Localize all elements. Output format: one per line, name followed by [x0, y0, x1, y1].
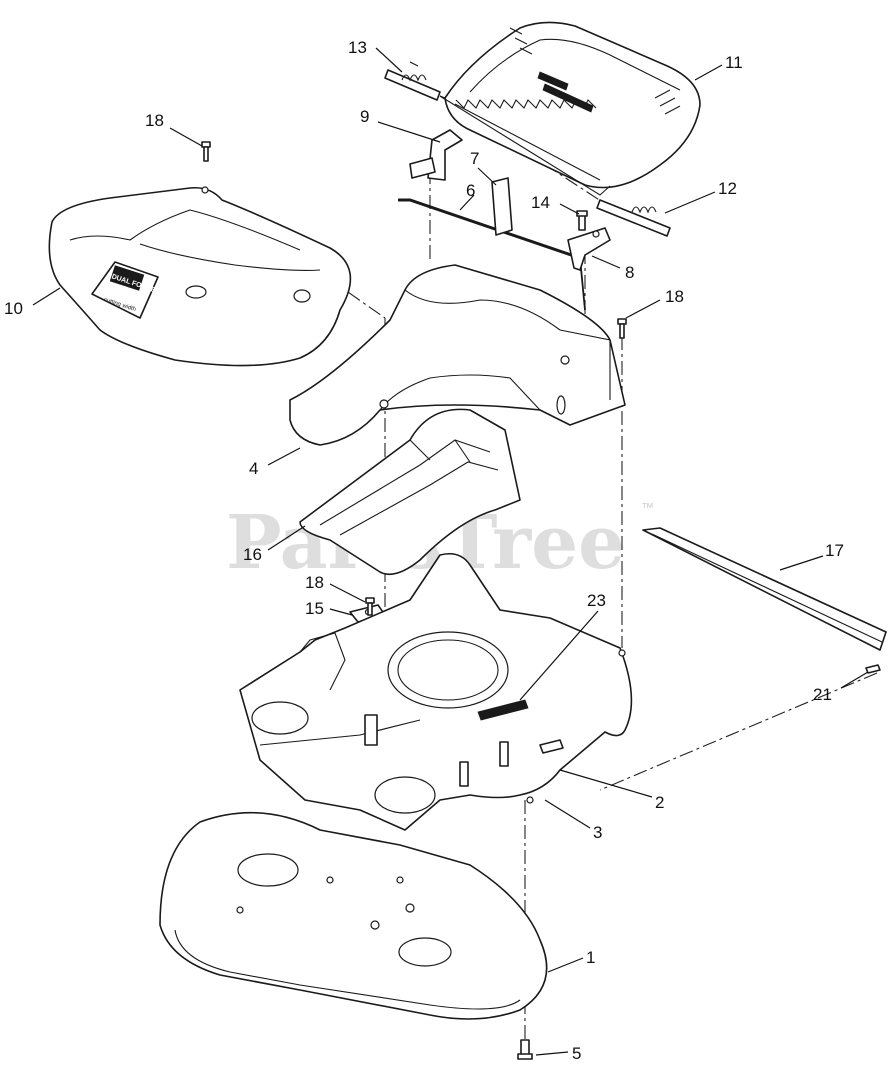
part-4-chute-housing [289, 264, 626, 446]
callout-21: 21 [813, 685, 832, 704]
callout-15: 15 [305, 599, 324, 618]
part-21-screw [865, 664, 881, 674]
callout-16: 16 [243, 545, 262, 564]
callout-13: 13 [348, 38, 367, 57]
callout-9: 9 [360, 107, 369, 126]
part-17-bar [642, 527, 887, 651]
part-10-side-hood: DUAL FORCE cutting width [48, 186, 352, 367]
callout-11: 11 [725, 53, 743, 72]
callout-5: 5 [572, 1044, 581, 1063]
callout-12: 12 [718, 179, 737, 198]
callout-1: 1 [586, 948, 595, 967]
part-9-bracket [409, 129, 463, 181]
part-12-spring-right [596, 199, 671, 237]
part-7-plate [491, 177, 513, 236]
part-18-screw-lower [365, 597, 375, 616]
callout-14: 14 [531, 193, 550, 212]
callout-labels: 1 2 3 4 5 6 7 8 9 10 11 12 13 14 15 16 1… [4, 38, 844, 1063]
callout-18-right: 18 [665, 287, 684, 306]
part-3-deck-frame [239, 552, 633, 831]
part-1-deck-shell [159, 811, 548, 1020]
callout-18-top-left: 18 [145, 111, 164, 130]
part-16-inner-chute [299, 408, 521, 576]
callout-6: 6 [466, 181, 475, 200]
part-13-spring-left [384, 61, 441, 101]
part-11-top-cover [439, 21, 701, 196]
callout-8: 8 [625, 263, 634, 282]
callout-7: 7 [470, 149, 479, 168]
callout-17: 17 [825, 541, 844, 560]
part-5-bolt [517, 1039, 533, 1060]
callout-23: 23 [587, 591, 606, 610]
callout-3: 3 [593, 823, 602, 842]
trademark-symbol: ™ [641, 500, 654, 515]
callout-4: 4 [249, 459, 258, 478]
part-18-screw-top-left [201, 141, 211, 162]
callout-10: 10 [4, 299, 23, 318]
callout-2: 2 [655, 793, 664, 812]
part-18-screw-right [617, 318, 627, 339]
leader-lines [32, 47, 869, 1056]
part-8-bracket [567, 227, 611, 271]
callout-18-lower: 18 [305, 573, 324, 592]
